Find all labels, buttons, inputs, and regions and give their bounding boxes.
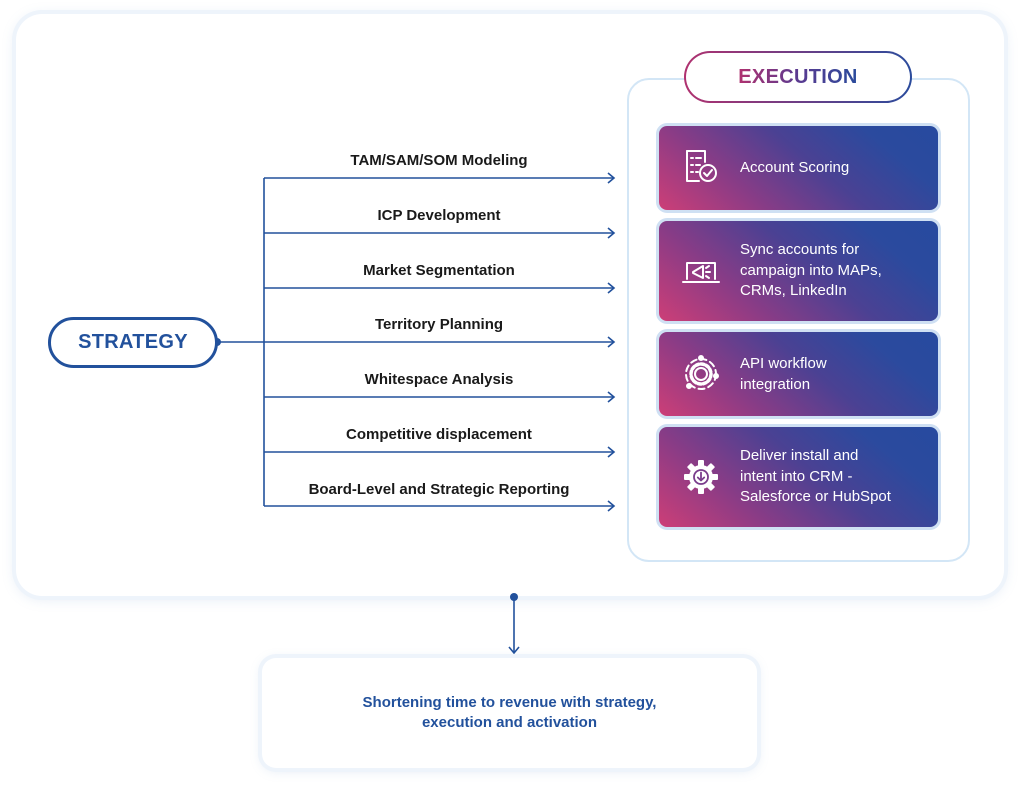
arrowhead-2: [607, 227, 616, 239]
down-connector-dot: [510, 593, 518, 601]
down-arrowhead: [508, 646, 520, 655]
arrowhead-3: [607, 282, 616, 294]
api-workflow-text: API workflow integration: [740, 354, 924, 395]
execution-card-api-workflow: API workflow integration: [659, 332, 938, 416]
card-line: campaign into MAPs,: [740, 261, 882, 279]
card-line: Sync accounts for: [740, 241, 860, 258]
branch-label-territory: Territory Planning: [374, 316, 504, 333]
result-box: Shortening time to revenue with strategy…: [262, 658, 757, 768]
execution-card-deliver-install: Deliver install and intent into CRM - Sa…: [659, 427, 938, 527]
card-line: Deliver install and: [740, 447, 859, 464]
branch-label-icp: ICP Development: [377, 207, 501, 224]
result-line: execution and activation: [421, 714, 598, 731]
card-line: API workflow: [740, 355, 827, 372]
branch-label-competitive: Competitive displacement: [346, 426, 532, 443]
account-scoring-text: Account Scoring: [740, 158, 924, 179]
strategy-pill: STRATEGY: [48, 317, 218, 368]
arrowhead-5: [607, 391, 616, 403]
arrowhead-1: [607, 172, 616, 184]
arrowhead-4: [607, 336, 616, 348]
checklist-icon: [681, 148, 721, 188]
execution-card-account-scoring: Account Scoring: [659, 126, 938, 210]
branch-label-board-reporting: Board-Level and Strategic Reporting: [308, 481, 570, 498]
branch-label-segmentation: Market Segmentation: [363, 262, 515, 279]
result-text: Shortening time to revenue with strategy…: [363, 693, 657, 734]
execution-title: EXECUTION: [738, 65, 858, 88]
execution-card-sync-accounts: Sync accounts for campaign into MAPs, CR…: [659, 221, 938, 321]
card-line: Salesforce or HubSpot: [740, 488, 891, 505]
gear-download-icon: [681, 457, 721, 497]
sync-accounts-text: Sync accounts for campaign into MAPs, CR…: [740, 240, 924, 302]
deliver-install-text: Deliver install and intent into CRM - Sa…: [740, 446, 924, 508]
card-line: intent into CRM -: [740, 467, 853, 485]
branch-label-whitespace: Whitespace Analysis: [364, 371, 514, 388]
branch-label-tam-sam-som: TAM/SAM/SOM Modeling: [350, 152, 528, 169]
strategy-label: STRATEGY: [78, 331, 188, 353]
card-line: integration: [740, 375, 811, 393]
arrowhead-6: [607, 446, 616, 458]
megaphone-laptop-icon: [681, 251, 721, 291]
card-line: CRMs, LinkedIn: [740, 282, 847, 299]
card-line: Account Scoring: [740, 159, 850, 176]
gear-workflow-icon: [681, 354, 721, 394]
result-line: Shortening time to revenue with strategy…: [362, 693, 657, 711]
execution-pill: EXECUTION: [684, 51, 912, 103]
arrowhead-7: [607, 500, 616, 512]
